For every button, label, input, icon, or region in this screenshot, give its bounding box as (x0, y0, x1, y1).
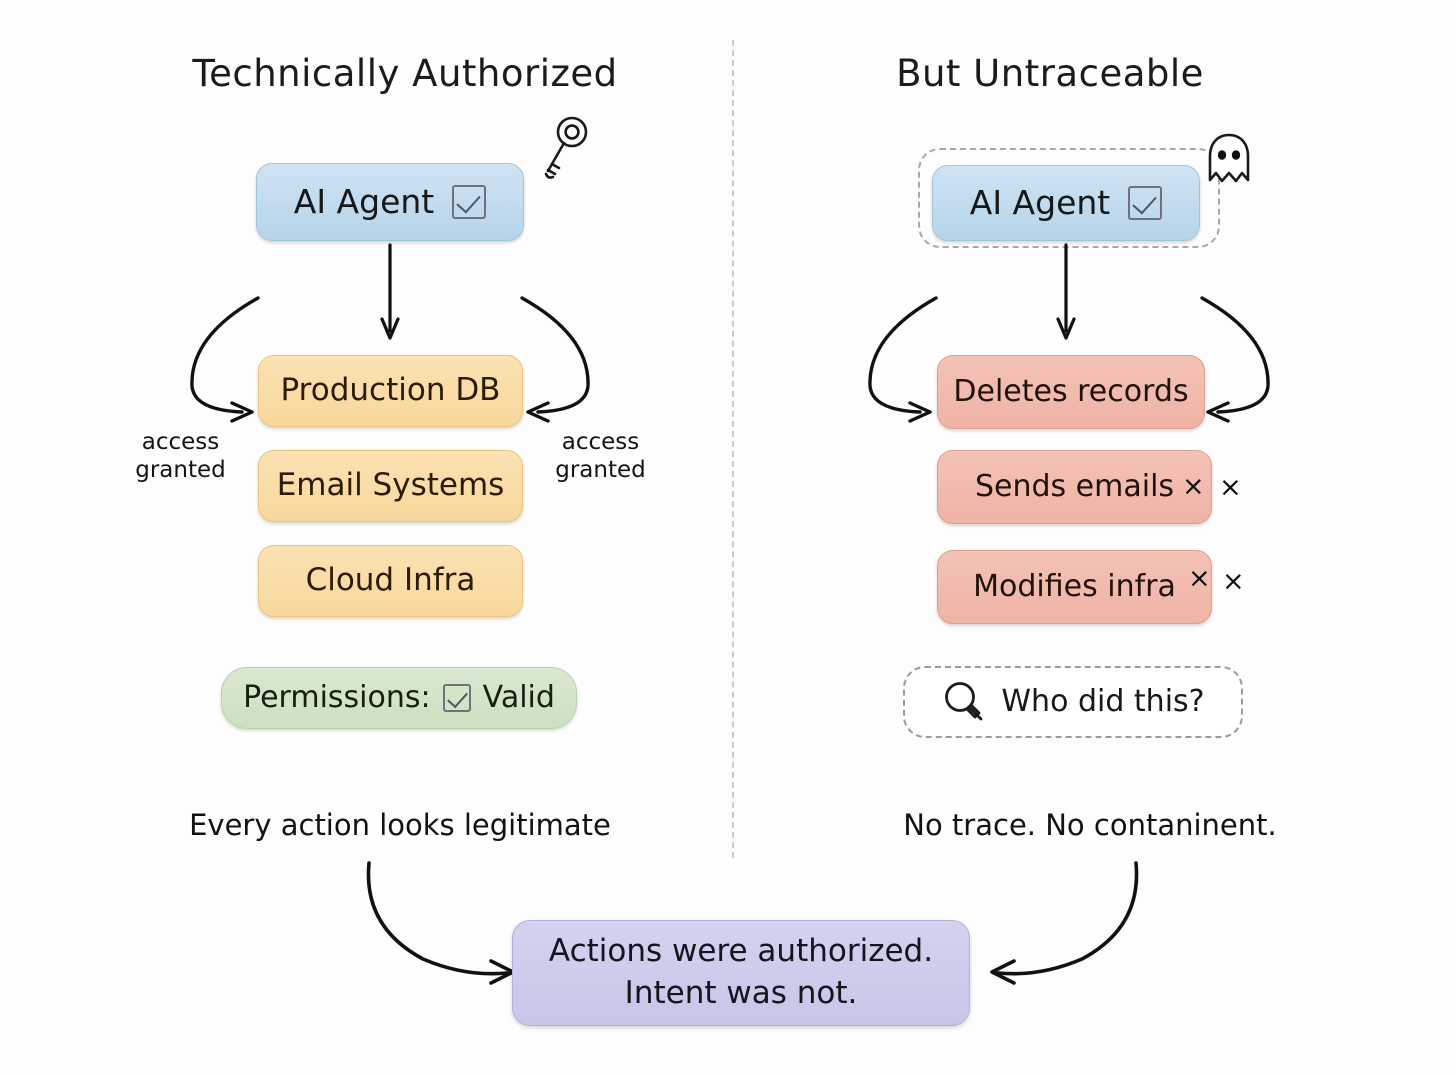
right-access-granted-arrow-left-column (520, 296, 590, 423)
conclusion-line-2: Intent was not. (624, 975, 858, 1011)
resource-node-cloud-infra[interactable]: Cloud Infra (258, 545, 523, 617)
action-node-sends-emails[interactable]: Sends emails (937, 450, 1212, 524)
right-column-left-curved-arrow (868, 296, 938, 423)
right-agent-to-action-arrow (1056, 243, 1076, 340)
permissions-prefix-label: Permissions: (243, 679, 431, 715)
action-label: Modifies infra (973, 568, 1176, 604)
left-caption-to-conclusion-arrow (366, 861, 515, 985)
left-ai-agent-label: AI Agent (293, 182, 435, 222)
access-granted-label-right: access granted (555, 429, 646, 484)
resource-label: Email Systems (276, 467, 505, 504)
conclusion-line-1: Actions were authorized. (548, 933, 934, 970)
ghost-icon (1201, 130, 1257, 192)
magnifier-icon (941, 679, 987, 725)
access-granted-label-left: access granted (135, 429, 226, 484)
left-ai-agent-node[interactable]: AI Agent (256, 163, 524, 241)
action-label: Deletes records (953, 373, 1189, 409)
resource-label: Cloud Infra (305, 562, 476, 599)
who-did-this-box[interactable]: Who did this? (903, 666, 1243, 738)
modifies-infra-inner-x-icon: × (1188, 563, 1211, 594)
who-did-this-label: Who did this? (1001, 683, 1205, 719)
right-ai-agent-label: AI Agent (969, 183, 1111, 223)
left-column-caption: Every action looks legitimate (189, 808, 611, 842)
sends-emails-inner-x-icon: × (1182, 471, 1205, 502)
right-column-right-curved-arrow (1200, 296, 1270, 423)
sends-emails-outer-x-icon: × (1219, 472, 1242, 503)
left-column-title: Technically Authorized (192, 52, 618, 95)
checked-checkbox-icon (1128, 186, 1163, 220)
right-column-title: But Untraceable (896, 52, 1204, 95)
key-icon (535, 112, 595, 184)
modifies-infra-outer-x-icon: × (1222, 566, 1245, 597)
right-ai-agent-node[interactable]: AI Agent (932, 165, 1200, 241)
resource-label: Production DB (280, 372, 501, 409)
checked-checkbox-icon (442, 684, 471, 712)
left-access-granted-arrow (190, 296, 260, 423)
resource-node-production-db[interactable]: Production DB (258, 355, 523, 427)
action-node-modifies-infra[interactable]: Modifies infra (937, 550, 1212, 624)
action-node-deletes-records[interactable]: Deletes records (937, 355, 1205, 429)
left-agent-to-resource-arrow (380, 243, 400, 340)
checked-checkbox-icon (452, 185, 487, 219)
right-caption-to-conclusion-arrow (990, 861, 1139, 985)
permissions-status-badge: Permissions: Valid (221, 667, 577, 729)
permissions-value-label: Valid (482, 679, 555, 715)
resource-node-email-systems[interactable]: Email Systems (258, 450, 523, 522)
right-agent-dashed-halo (918, 148, 1220, 248)
action-label: Sends emails (974, 468, 1175, 504)
right-column-caption: No trace. No contaninent. (903, 808, 1277, 842)
column-divider (732, 40, 734, 858)
conclusion-box: Actions were authorized. Intent was not. (512, 920, 970, 1026)
